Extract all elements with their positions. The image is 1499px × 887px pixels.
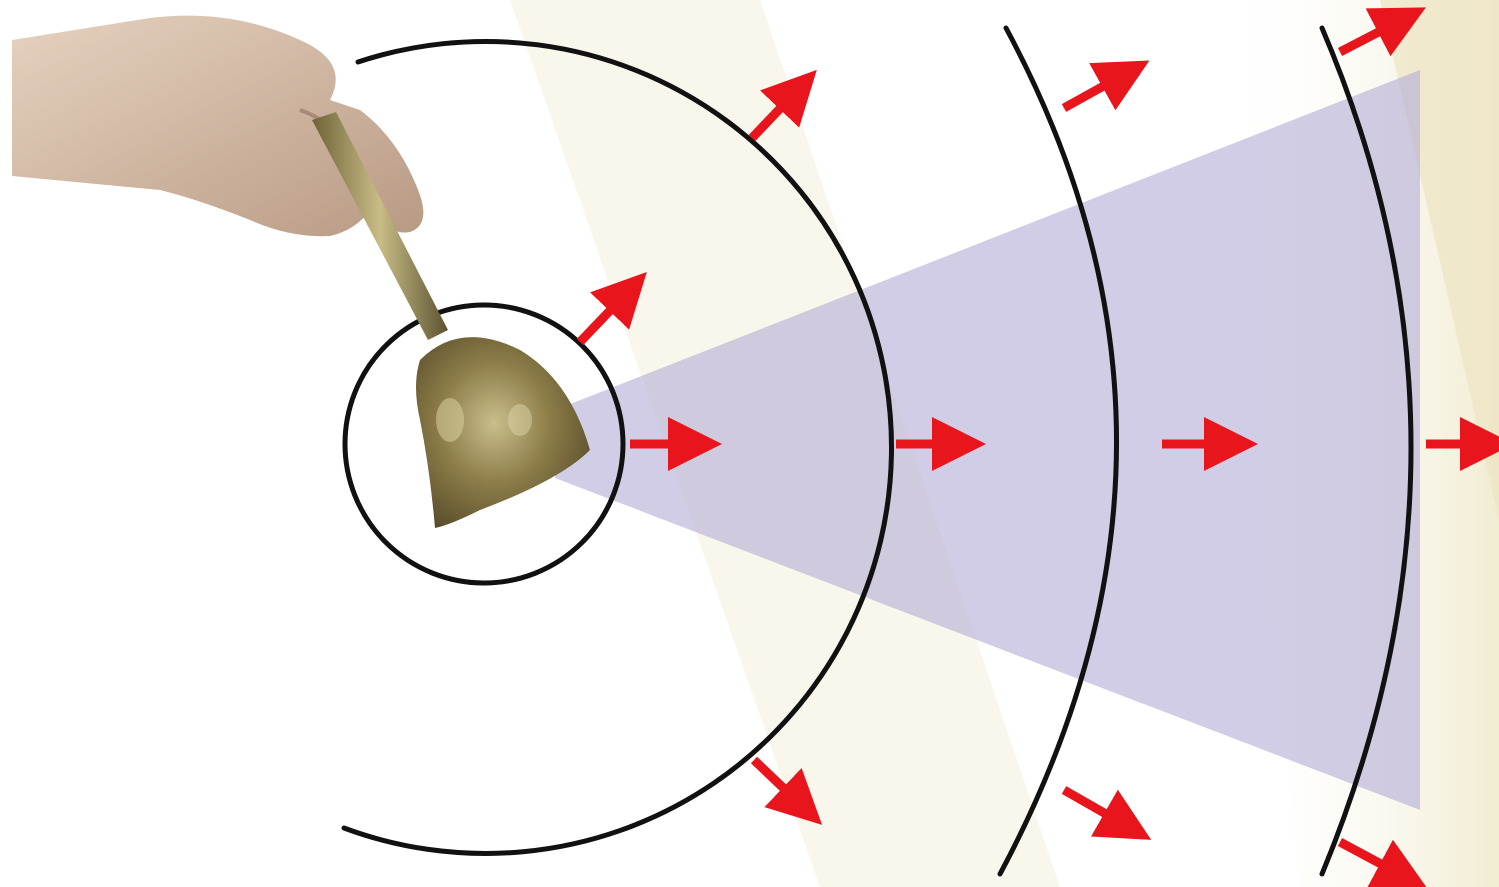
arrow-icon [1064,78,1118,108]
bell-highlight [508,404,532,436]
arrow-icon [580,298,622,342]
arrow-icon [1064,790,1120,822]
bell-highlight [436,398,464,442]
